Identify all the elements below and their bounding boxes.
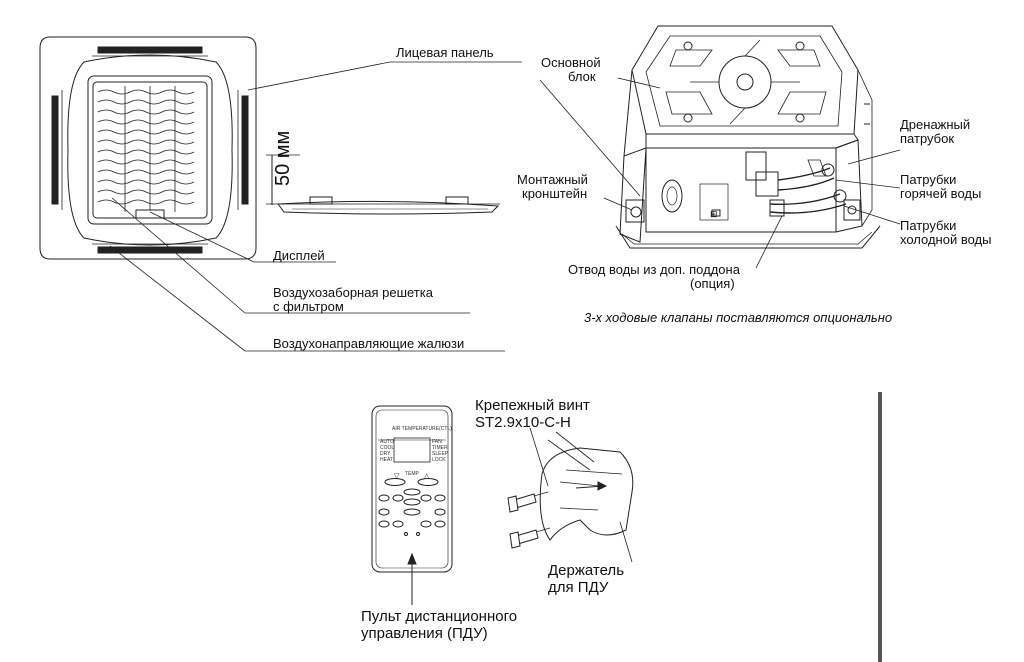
vertical-divider xyxy=(878,392,882,662)
remote-mode-left-4: HEAT xyxy=(380,457,393,463)
svg-text:△: △ xyxy=(424,473,430,480)
front-panel-side-view xyxy=(266,154,500,215)
remote-mode-left-2: COOL xyxy=(380,445,395,451)
svg-text:⊞: ⊞ xyxy=(710,209,718,219)
remote-mode-left-3: DRY xyxy=(380,451,391,457)
remote-mode-right-1: FAN xyxy=(432,439,442,445)
label-mounting-bracket-line1: Монтажный xyxy=(517,172,588,187)
label-screw-line1: Крепежный винт xyxy=(475,397,590,414)
svg-text:▽: ▽ xyxy=(394,473,400,480)
remote-control-drawing: ▽ △ xyxy=(371,405,453,605)
main-unit-drawing: ⊞ xyxy=(615,25,881,249)
label-screw-line2: ST2.9x10-C-H xyxy=(475,414,571,431)
right-leader-lines xyxy=(539,77,901,269)
label-cold-water-line2: холодной воды xyxy=(900,232,992,247)
label-holder-line2: для ПДУ xyxy=(548,579,609,596)
remote-mode-right-4: LOCK xyxy=(432,457,446,463)
label-drain-pipe-line2: патрубок xyxy=(900,131,955,146)
label-dimension: 50 мм xyxy=(272,130,294,186)
label-valve-note: 3-х ходовые клапаны поставляются опциона… xyxy=(584,310,893,325)
label-intake-grille-line2: с фильтром xyxy=(273,299,344,314)
front-panel-drawing xyxy=(39,36,257,260)
remote-temp-label: TEMP xyxy=(405,471,419,477)
remote-mode-right-3: SLEEP xyxy=(432,451,449,457)
remote-mode-right-2: TIMER xyxy=(432,445,448,451)
label-remote-line2: управления (ПДУ) xyxy=(361,625,488,642)
label-hot-water-line1: Патрубки xyxy=(900,172,957,187)
label-intake-grille-line1: Воздухозаборная решетка xyxy=(273,285,433,300)
label-main-unit-line2: блок xyxy=(568,69,596,84)
label-cold-water-line1: Патрубки xyxy=(900,218,957,233)
louvers xyxy=(51,46,249,254)
label-main-unit-line1: Основной xyxy=(541,55,601,70)
label-hot-water-line2: горячей воды xyxy=(900,186,982,201)
label-display: Дисплей xyxy=(273,248,325,263)
label-aux-drain-line2: (опция) xyxy=(690,276,735,291)
intake-grille-pattern xyxy=(97,86,195,212)
left-leader-lines xyxy=(109,61,522,352)
label-holder-line1: Держатель xyxy=(548,562,625,579)
label-remote-line1: Пульт дистанционного xyxy=(361,608,518,625)
label-drain-pipe-line1: Дренажный xyxy=(900,117,971,132)
label-aux-drain-line1: Отвод воды из доп. поддона xyxy=(568,262,740,277)
holder-drawing xyxy=(507,427,634,563)
label-louvers: Воздухонаправляющие жалюзи xyxy=(273,336,465,351)
remote-mode-left-1: AUTO xyxy=(380,439,394,445)
label-front-panel: Лицевая панель xyxy=(396,45,494,60)
remote-header: AIR TEMPERATURE(CTL) xyxy=(392,426,452,432)
label-mounting-bracket-line2: кронштейн xyxy=(522,186,588,201)
